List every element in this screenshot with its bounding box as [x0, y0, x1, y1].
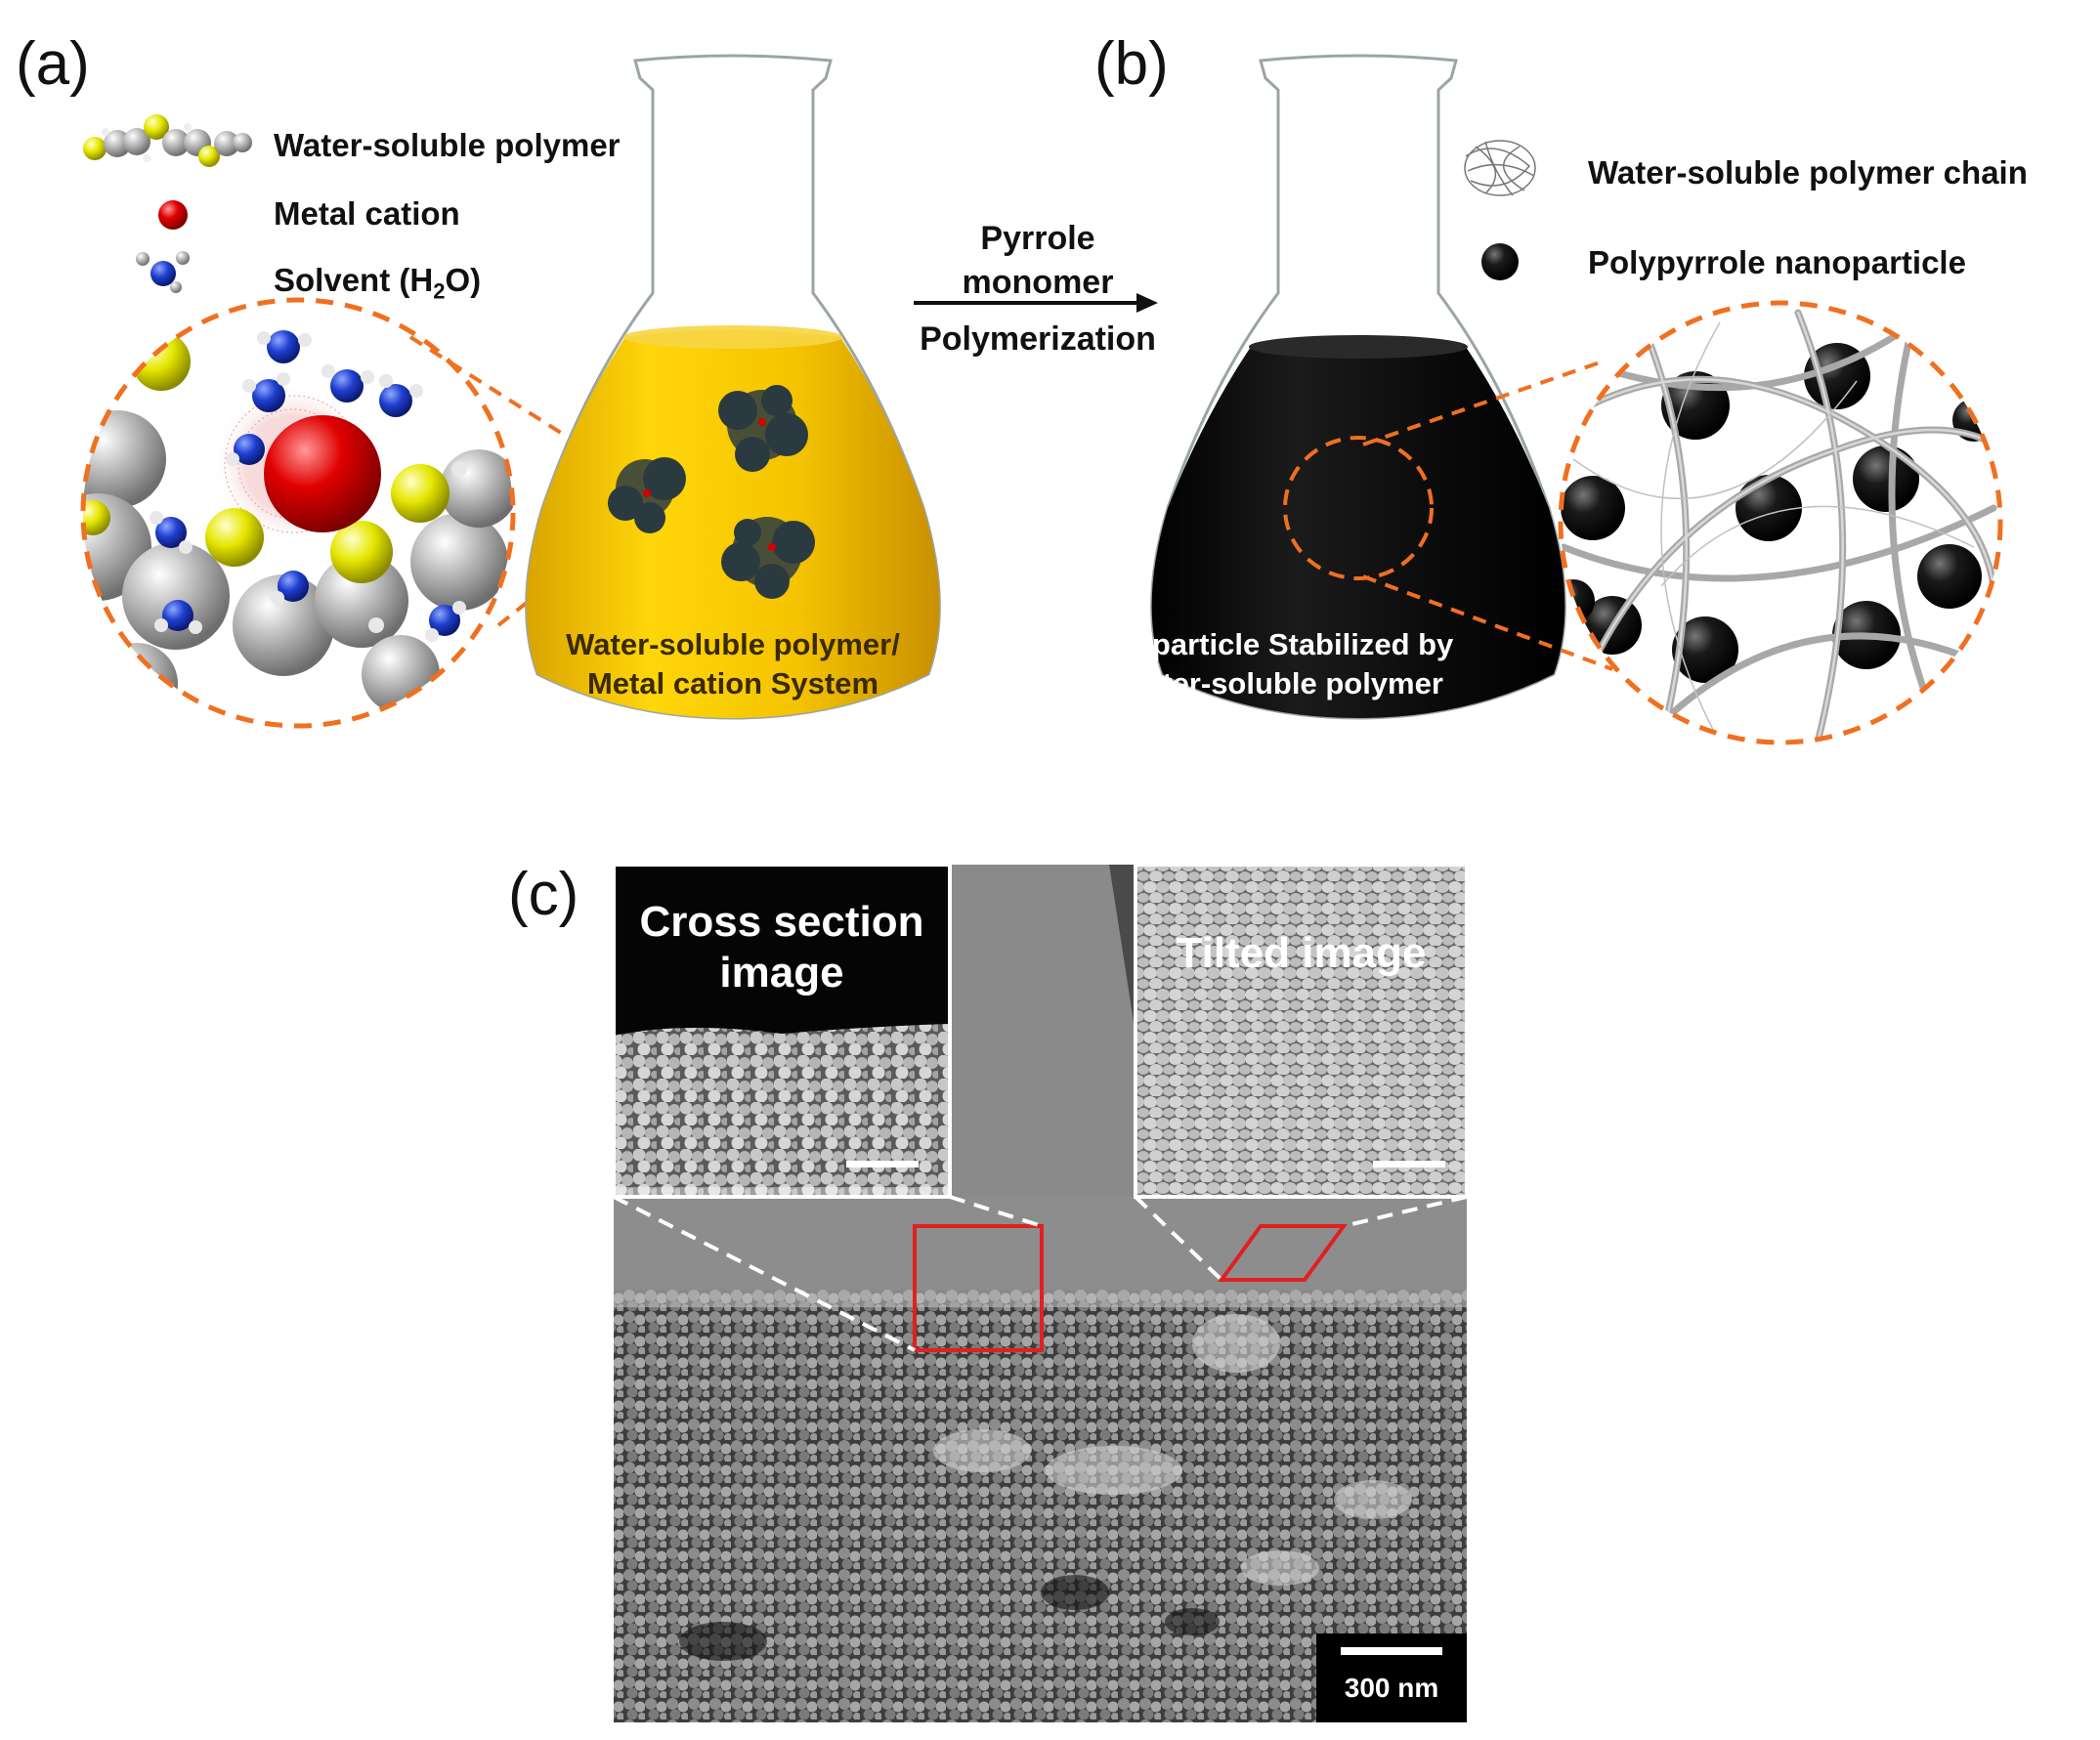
polymer-network-icon [1464, 140, 1536, 196]
arrowhead-icon [1136, 293, 1158, 313]
legend-nanoparticle: Polypyrrole nanoparticle [1588, 244, 1966, 280]
water-molecule-icon [136, 251, 190, 293]
inset-title-cross-section: Cross section image [614, 897, 950, 998]
scale-bar-main [1341, 1647, 1442, 1655]
panel-label-c: (c) [508, 861, 579, 928]
inset-title-tilted: Tilted image [1176, 929, 1427, 977]
scale-bar-left [846, 1161, 919, 1167]
yellow-flask [525, 54, 941, 720]
arrow-label-polymerization: Polymerization [920, 320, 1156, 358]
inset-title-cross-section-line2: image [719, 949, 844, 997]
flask-caption-a: Water-soluble polymer/ Metal cation Syst… [542, 625, 923, 703]
highlight-box-square [913, 1224, 1044, 1352]
molecular-zoom-circle [80, 297, 516, 729]
zoom-connector-bottom-b [1362, 574, 1613, 671]
inset-title-cross-section-line1: Cross section [639, 898, 924, 946]
legend-polymer-chain: Water-soluble polymer chain [1588, 154, 2028, 191]
legend-metal-cation: Metal cation [274, 195, 460, 232]
legend-water-soluble-polymer: Water-soluble polymer [274, 127, 621, 163]
panel-label-a: (a) [16, 30, 90, 98]
flask-caption-b-line1: oparticle Stabilized by [1134, 627, 1454, 661]
zoom-region-outline [1283, 436, 1434, 580]
flask-caption-b-line2: ater-soluble polymer [1145, 666, 1443, 700]
highlight-box-parallelogram [1218, 1224, 1348, 1282]
legend-solvent: Solvent (H2O) [274, 262, 482, 304]
panel-label-b: (b) [1094, 30, 1169, 98]
polymer-chain-icon [83, 114, 252, 167]
arrow-label-monomer: monomer [962, 264, 1114, 301]
scale-bar-right [1373, 1161, 1445, 1167]
metal-cation-icon [158, 200, 188, 230]
arrow-label-pyrrole: Pyrrole [980, 220, 1095, 257]
polymer-coil-icon [608, 385, 815, 599]
tilted-inset [1136, 865, 1467, 1197]
flask-caption-a-line2: Metal cation System [586, 666, 879, 700]
scale-bar-label: 300 nm [1344, 1673, 1439, 1703]
nanoparticle-zoom-circle [1558, 300, 2003, 745]
zoom-connector-top-b [1362, 360, 1604, 446]
flask-caption-b: oparticle Stabilized by ater-soluble pol… [1134, 625, 1485, 703]
sem-image [612, 863, 1469, 1722]
black-flask [1150, 54, 1566, 720]
nanoparticle-icon [1481, 243, 1519, 280]
flask-caption-a-line1: Water-soluble polymer/ [566, 627, 900, 661]
